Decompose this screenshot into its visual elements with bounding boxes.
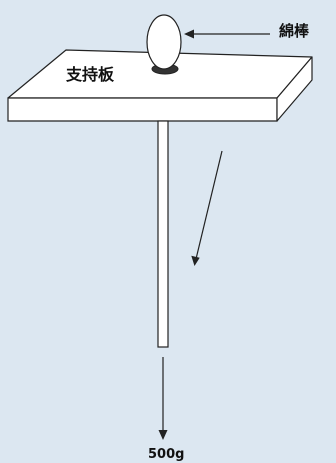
force-arrow-head <box>158 430 168 440</box>
support-board-label: 支持板 <box>66 65 115 84</box>
weight-label: 500g <box>148 447 185 462</box>
motion-arrow-line <box>195 150 223 260</box>
hanging-rod <box>157 120 169 348</box>
cotton-swab <box>146 14 182 70</box>
support-board-front <box>7 97 278 122</box>
support-board-side <box>276 56 313 122</box>
motion-arrow-head <box>191 255 200 266</box>
cotton-swab-label: 綿棒 <box>279 22 310 40</box>
cotton-swab-pointer-arrowhead <box>184 29 194 39</box>
